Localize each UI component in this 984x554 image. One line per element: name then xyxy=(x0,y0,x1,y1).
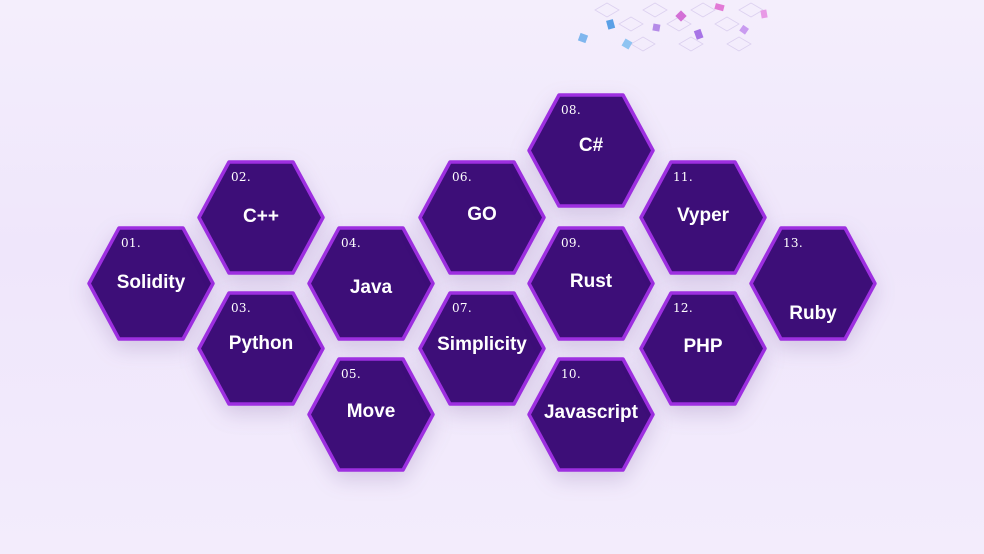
hex-move: 05. Move xyxy=(307,357,435,472)
hex-rust: 09. Rust xyxy=(527,226,655,341)
language-label: Solidity xyxy=(116,272,186,293)
item-number: 11. xyxy=(673,170,693,184)
language-label: Simplicity xyxy=(437,334,527,355)
hex-solidity: 01. Solidity xyxy=(87,226,215,341)
item-number: 13. xyxy=(783,236,803,250)
item-number: 03. xyxy=(231,301,251,315)
hexagon-shape xyxy=(639,291,767,406)
language-label: Move xyxy=(346,401,396,422)
item-number: 12. xyxy=(673,301,693,315)
hexagon-shape xyxy=(307,226,435,341)
language-label: Rust xyxy=(569,271,613,292)
hexagon-shape xyxy=(418,291,546,406)
item-number: 05. xyxy=(341,367,361,381)
hex-cpp: 02. C++ xyxy=(197,160,325,275)
language-label: Java xyxy=(349,277,393,298)
item-number: 07. xyxy=(452,301,472,315)
hexagon-shape xyxy=(418,160,546,275)
language-label: Javascript xyxy=(543,402,638,423)
item-number: 04. xyxy=(341,236,361,250)
item-number: 06. xyxy=(452,170,472,184)
item-number: 01. xyxy=(121,236,141,250)
hexagon-shape xyxy=(749,226,877,341)
language-label: Python xyxy=(228,333,294,354)
hexagon-shape xyxy=(197,160,325,275)
language-label: PHP xyxy=(683,336,723,357)
item-number: 10. xyxy=(561,367,581,381)
hexagon-shape xyxy=(527,357,655,472)
hex-java: 04. Java xyxy=(307,226,435,341)
hexagon-shape xyxy=(307,357,435,472)
hexagon-shape xyxy=(197,291,325,406)
item-number: 09. xyxy=(561,236,581,250)
hex-javascript: 10. Javascript xyxy=(527,357,655,472)
hex-vyper: 11. Vyper xyxy=(639,160,767,275)
language-label: Vyper xyxy=(676,205,730,226)
hex-ruby: 13. Ruby xyxy=(749,226,877,341)
hexagon-shape xyxy=(639,160,767,275)
language-label: C++ xyxy=(243,206,279,227)
hexagon-shape xyxy=(87,226,215,341)
hex-csharp: 08. C# xyxy=(527,93,655,208)
hex-php: 12. PHP xyxy=(639,291,767,406)
language-label: C# xyxy=(578,135,604,156)
item-number: 08. xyxy=(561,103,581,117)
item-number: 02. xyxy=(231,170,251,184)
decorative-cubes xyxy=(577,2,768,52)
hex-python: 03. Python xyxy=(197,291,325,406)
hex-go: 06. GO xyxy=(418,160,546,275)
hex-simplicity: 07. Simplicity xyxy=(418,291,546,406)
hexagon-shape xyxy=(527,226,655,341)
language-label: Ruby xyxy=(789,303,837,324)
language-label: GO xyxy=(467,204,497,225)
hexagon-shape xyxy=(527,93,655,208)
